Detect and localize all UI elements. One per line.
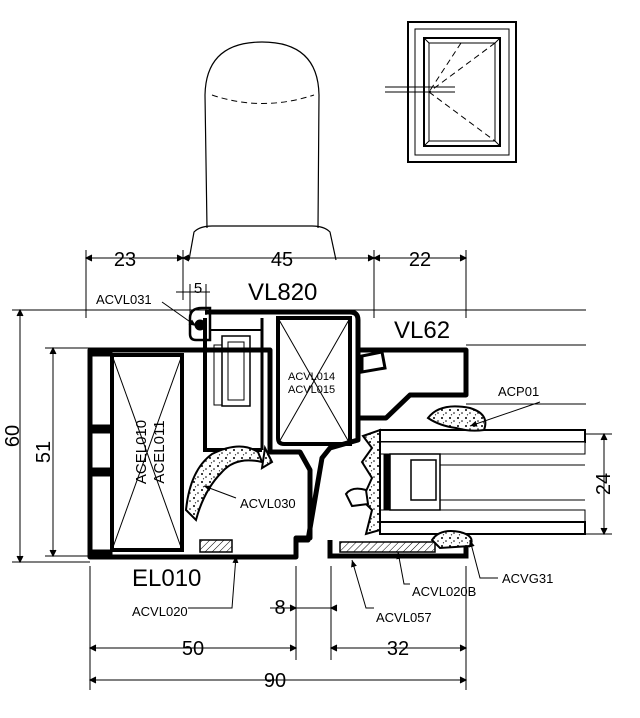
dim-bottom-total: 90 [264,670,286,692]
dimension-lines [12,250,612,690]
label-el010: EL010 [132,565,201,592]
dim-height-inner: 51 [33,441,55,463]
dim-bottom-gap: 8 [274,597,285,619]
label-acvl020: ACVL020 [132,604,188,619]
glass-unit [379,429,586,535]
dim-top-middle: 45 [271,249,293,271]
leader-lines [161,301,541,609]
dim-top-left: 23 [114,249,136,271]
label-acvg31: ACVG31 [502,571,553,586]
dim-top-right: 22 [409,249,431,271]
glazing-bead-profile [358,347,469,421]
label-acp01: ACP01 [498,384,539,399]
handle-outline [188,41,337,261]
part-labels: ACVL031 ACVL014 ACVL015 ACEL010 ACEL011 … [96,292,553,625]
label-acvl057: ACVL057 [376,610,432,625]
label-acvl015: ACVL015 [288,384,335,396]
profile-labels: VL820 VL62 EL010 [132,279,450,592]
frame-profile [87,347,313,560]
dim-small-gap: 5 [194,280,202,297]
label-acvl031: ACVL031 [96,292,152,307]
dimension-values: 23 45 22 5 60 51 24 8 50 32 90 [2,249,615,692]
window-elevation-icon [385,21,517,163]
label-vl62: VL62 [394,317,450,344]
dim-bottom-right: 32 [387,638,409,660]
label-acvl014: ACVL014 [288,371,335,383]
label-acel010: ACEL010 [133,420,150,484]
label-acel011: ACEL011 [151,420,168,483]
label-acvl030: ACVL030 [240,496,296,511]
dim-height-total: 60 [2,425,24,447]
label-acvl020b: ACVL020B [412,584,476,599]
label-vl820: VL820 [248,279,317,306]
dim-glass: 24 [593,473,615,495]
dim-bottom-left: 50 [182,638,204,660]
